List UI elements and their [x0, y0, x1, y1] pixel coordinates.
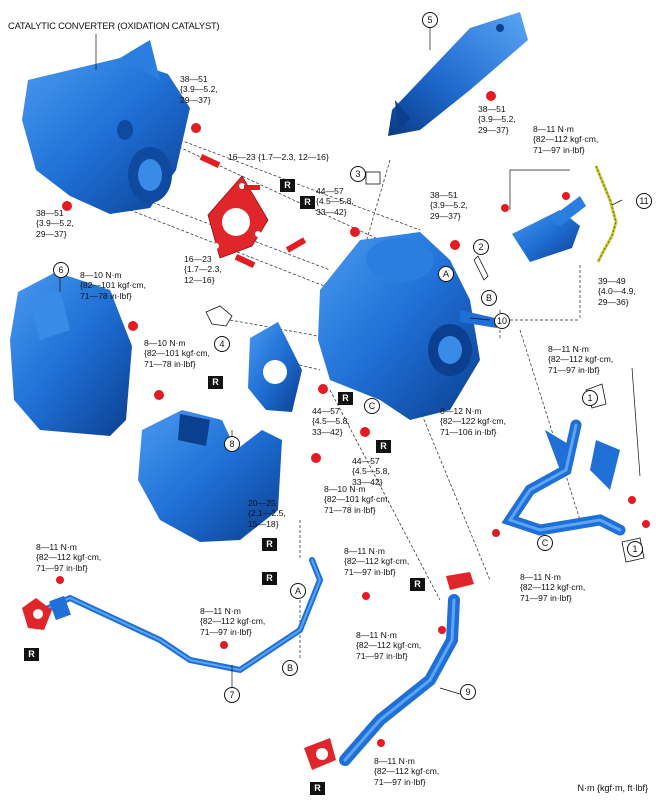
part-2-pin	[473, 255, 489, 281]
replace-mark: R	[24, 648, 39, 661]
reference-letter-callout: B	[282, 660, 298, 676]
torque-label: 8—11 N·m {82—112 kgf·cm, 71—97 in·lbf}	[36, 542, 102, 573]
replace-mark: R	[310, 782, 325, 795]
part-number-callout: 2	[473, 239, 489, 255]
gasket-red	[207, 175, 269, 259]
torque-label: 44—57 {4.5—5.8, 33—42}	[316, 186, 354, 217]
oil-return-pipe-part-9	[339, 594, 460, 766]
torque-label: 38—51 {3.9—5.2, 29—37}	[180, 74, 218, 105]
torque-label: 8—12 N·m {82—122 kgf·cm, 71—106 in·lbf}	[440, 406, 506, 437]
torque-label: 38—51 {3.9—5.2, 29—37}	[478, 104, 516, 135]
bracket-part-5	[388, 12, 528, 136]
torque-label: 8—11 N·m {82—112 kgf·cm, 71—97 in·lbf}	[533, 124, 599, 155]
torque-label: 44—57 {4.5—5.8, 33—42}	[352, 456, 390, 487]
gasket-blue	[248, 322, 302, 412]
torque-label: 8—11 N·m {82—112 kgf·cm, 71—97 in·lbf}	[344, 546, 410, 577]
replace-mark: R	[262, 572, 277, 585]
torque-label: 8—11 N·m {82—112 kgf·cm, 71—97 in·lbf}	[356, 630, 422, 661]
reference-letter-callout: A	[438, 266, 454, 282]
replace-mark: R	[280, 179, 295, 192]
exhaust-gas-sensor-part-11	[594, 165, 618, 263]
replace-mark: R	[338, 392, 353, 405]
part-number-callout: 9	[460, 684, 476, 700]
torque-label: 8—11 N·m {82—112 kgf·cm, 71—97 in·lbf}	[374, 756, 440, 787]
torque-label: 8—11 N·m {82—112 kgf·cm, 71—97 in·lbf}	[548, 344, 614, 375]
reference-letter-callout: C	[537, 535, 553, 551]
alignment-lines	[119, 127, 581, 660]
reference-letter-callout: A	[290, 583, 306, 599]
torque-label: 16—23 {1.7—2.3, 12—16}	[228, 152, 329, 162]
torque-label: 8—10 N·m {82—101 kgf·cm, 71—78 in·lbf}	[324, 484, 390, 515]
part-number-callout: 5	[422, 12, 438, 28]
torque-label: 20—25 {2.1—2.5, 15—18}	[248, 498, 286, 529]
replace-mark: R	[208, 376, 223, 389]
torque-label: 39—49 {4.0—4.9, 29—36}	[598, 276, 636, 307]
reference-letter-callout: B	[481, 290, 497, 306]
catalytic-converter	[22, 40, 190, 214]
sensor-bracket	[512, 196, 586, 262]
torque-label: 16—23 {1.7—2.3, 12—16}	[184, 254, 222, 285]
part-number-callout: 1	[627, 541, 643, 557]
diagram-title: CATALYTIC CONVERTER (OXIDATION CATALYST)	[8, 20, 220, 31]
part-number-callout: 11	[636, 193, 652, 209]
heat-insulator-part-6	[10, 272, 132, 436]
torque-label: 44—57 {4.5—5.8, 33—42}	[312, 406, 350, 437]
hose-assembly	[501, 419, 626, 536]
torque-label: 38—51 {3.9—5.2, 29—37}	[430, 190, 468, 221]
part-number-callout: 8	[224, 436, 240, 452]
small-red-gaskets	[22, 572, 474, 770]
reference-letter-callout: C	[364, 398, 380, 414]
part-number-callout: 7	[224, 687, 240, 703]
torque-label: 8—10 N·m {82—101 kgf·cm, 71—78 in·lbf}	[144, 338, 210, 369]
torque-label: 8—10 N·m {82—101 kgf·cm, 71—78 in·lbf}	[80, 270, 146, 301]
oil-pipe-part-7	[37, 557, 324, 674]
replace-mark: R	[262, 538, 277, 551]
part-4-clip	[205, 305, 233, 327]
torque-label: 8—11 N·m {82—112 kgf·cm, 71—97 in·lbf}	[200, 606, 266, 637]
replace-mark: R	[410, 578, 425, 591]
part-number-callout: 1	[582, 390, 598, 406]
unit-note: N·m {kgf·m, ft·lbf}	[577, 783, 648, 793]
torque-label: 38—51 {3.9—5.2, 29—37}	[36, 208, 74, 239]
torque-label: 8—11 N·m {82—112 kgf·cm, 71—97 in·lbf}	[520, 572, 586, 603]
heat-insulator-part-8	[138, 410, 282, 542]
red-bolts	[56, 91, 650, 747]
part-3-clip	[365, 171, 381, 185]
part-number-callout: 6	[53, 262, 69, 278]
replace-mark: R	[376, 440, 391, 453]
replace-mark: R	[300, 196, 315, 209]
part-number-callout: 3	[350, 166, 366, 182]
part-number-callout: 4	[214, 336, 230, 352]
part-number-callout: 10	[494, 313, 510, 329]
